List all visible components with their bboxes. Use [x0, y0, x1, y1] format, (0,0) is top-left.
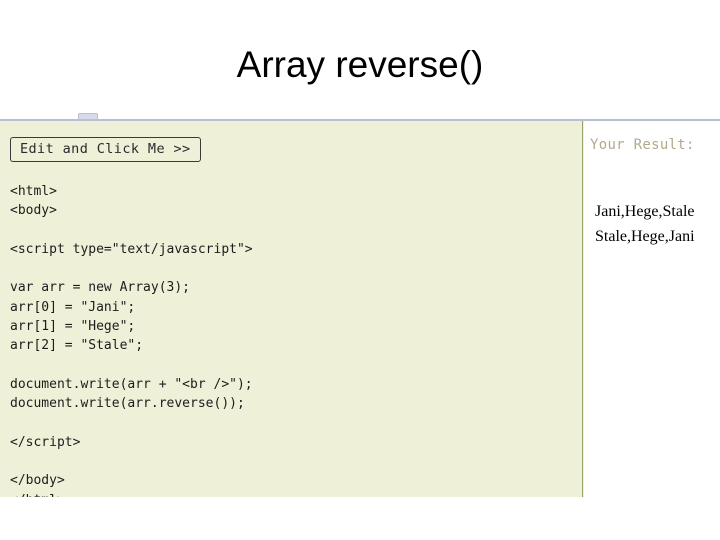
slide-bottom-divider — [0, 497, 720, 500]
result-pane: Your Result: Jani,Hege,Stale Stale,Hege,… — [584, 121, 720, 499]
code-textarea[interactable]: <html> <body> <script type="text/javascr… — [10, 184, 253, 499]
frame-tab-handle — [78, 113, 98, 119]
result-title-label: Your Result: — [590, 137, 695, 153]
tryit-frame-inner: Edit and Click Me >> <html> <body> <scri… — [0, 121, 720, 499]
code-editor-pane: Edit and Click Me >> <html> <body> <scri… — [0, 121, 583, 499]
tryit-editor-frame: Edit and Click Me >> <html> <body> <scri… — [0, 119, 720, 499]
result-output: Jani,Hege,Stale Stale,Hege,Jani — [595, 203, 695, 245]
edit-and-click-me-button[interactable]: Edit and Click Me >> — [10, 137, 201, 162]
page-title: Array reverse() — [236, 44, 484, 85]
